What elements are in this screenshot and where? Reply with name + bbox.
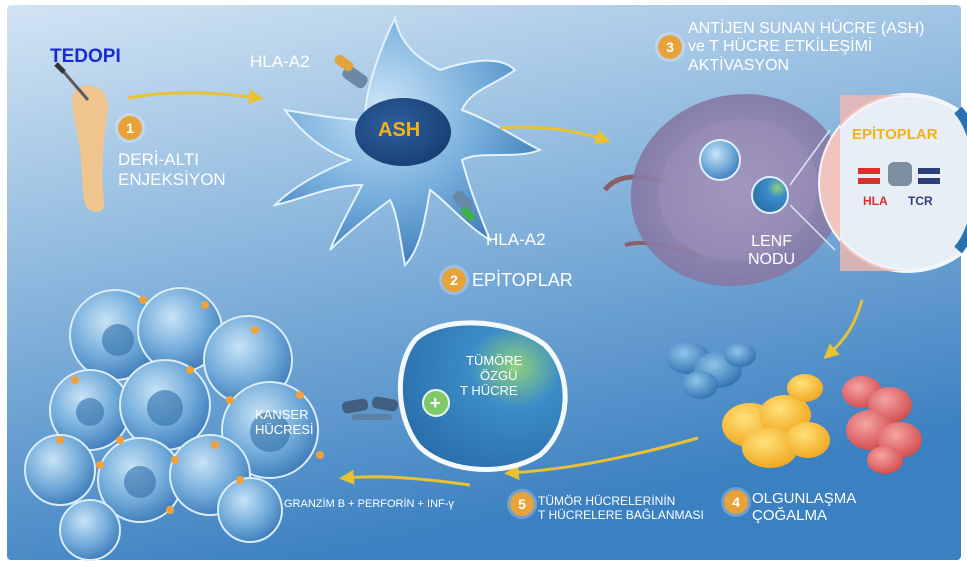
- arrow-lymph-to-proliferation: [823, 299, 864, 359]
- step-4-label: OLGUNLAŞMA ÇOĞALMA: [752, 490, 856, 525]
- t-cell-label: TÜMÖRE ÖZGÜ T HÜCRE: [460, 353, 523, 399]
- step-4-badge: 4: [724, 490, 748, 514]
- arrow-proliferation-to-tcell: [504, 436, 699, 480]
- cytokines-label: GRANZİM B + PERFORİN + INF-γ: [284, 498, 454, 510]
- step-4-line-2: ÇOĞALMA: [752, 507, 828, 525]
- hla-a2-bottom-label: HLA-A2: [486, 230, 546, 249]
- step-3-line-2: ve T HÜCRE ETKİLEŞİMİ: [688, 38, 873, 56]
- cancer-cell-label: KANSER HÜCRESİ: [255, 407, 314, 438]
- step-1-line-2: ENJEKSİYON: [118, 169, 226, 189]
- step-3-line-1: ANTİJEN SUNAN HÜCRE (ASH): [688, 20, 925, 37]
- step-5-line-2: T HÜCRELERE BAĞLANMASI: [538, 507, 704, 522]
- inset-epitoplar-label: EPİTOPLAR: [852, 126, 938, 143]
- step-5-badge: 5: [510, 492, 534, 516]
- inset-hla-label: HLA: [863, 194, 888, 208]
- step-3-line-3: AKTİVASYON: [688, 56, 790, 74]
- epitope-inset: [818, 93, 967, 273]
- step-5-label: TÜMÖR HÜCRELERİNİN T HÜCRELERE BAĞLANMAS…: [538, 494, 704, 523]
- lymph-node-line-1: LENF: [751, 233, 792, 250]
- cancer-cell-line-1: KANSER: [255, 407, 309, 422]
- t-cell-line-1: TÜMÖRE: [466, 353, 523, 368]
- proliferating-cells: [666, 342, 922, 474]
- step-2-badge: 2: [442, 268, 466, 292]
- leg-illustration: [54, 62, 109, 212]
- ash-label: ASH: [378, 119, 421, 141]
- step-1-badge: 1: [118, 116, 142, 140]
- arrow-cytokines: [339, 469, 471, 487]
- lymph-node-line-2: NODU: [748, 251, 796, 269]
- step-3-label: ANTİJEN SUNAN HÜCRE (ASH) ve T HÜCRE ETK…: [688, 20, 924, 75]
- t-cell-line-3: T HÜCRE: [460, 382, 518, 398]
- hla-a2-top-label: HLA-A2: [250, 52, 310, 71]
- lymph-node-label: LENF NODU: [748, 233, 795, 270]
- diagram-title: TEDOPI: [50, 46, 121, 67]
- cancer-cells: [24, 287, 324, 561]
- inset-tcr-label: TCR: [908, 194, 933, 208]
- arrow-injection-to-ash: [127, 89, 264, 105]
- cancer-cell-line-2: HÜCRESİ: [255, 421, 314, 437]
- lymph-node: [603, 94, 846, 286]
- step-4-line-1: OLGUNLAŞMA: [752, 490, 857, 507]
- step-1-label: DERİ-ALTI ENJEKSİYON: [118, 150, 226, 189]
- arrow-ash-to-lymph: [499, 125, 611, 145]
- step-5-line-1: TÜMÖR HÜCRELERİNİN: [538, 494, 676, 508]
- step-3-badge: 3: [658, 35, 682, 59]
- step-2-label: EPİTOPLAR: [472, 270, 573, 290]
- t-cell-line-2: ÖZGÜ: [480, 367, 518, 383]
- tumor-specific-t-cell: [397, 320, 568, 472]
- step-1-line-1: DERİ-ALTI: [118, 150, 199, 169]
- immune-synapse: [341, 396, 399, 420]
- ash-cell: [271, 14, 543, 268]
- plus-icon: +: [430, 393, 441, 413]
